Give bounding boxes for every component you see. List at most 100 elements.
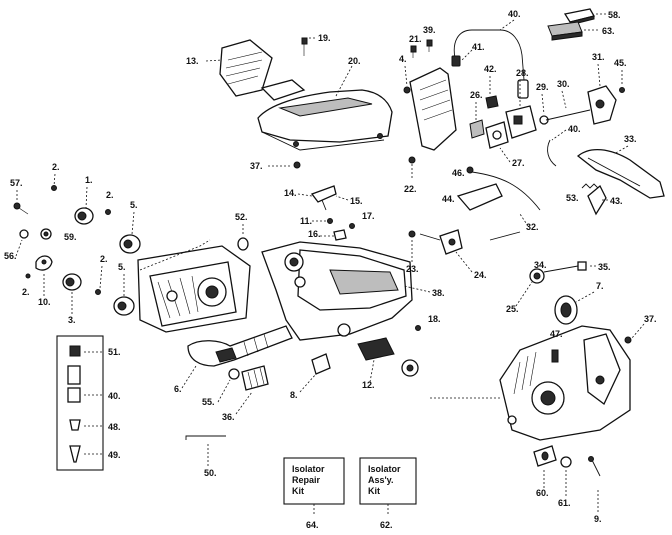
part-43-trigger xyxy=(587,184,607,216)
part-60-isolator xyxy=(533,445,557,467)
callout-36: 36. xyxy=(222,412,235,422)
callout-12: 12. xyxy=(362,380,375,390)
part-17-screw xyxy=(349,223,355,229)
callout-31: 31. xyxy=(592,52,605,62)
part-37-screw-right xyxy=(624,336,632,344)
part-37-screw xyxy=(293,161,301,169)
callout-37-right: 37. xyxy=(644,314,657,324)
callout-21: 21. xyxy=(409,34,422,44)
callout-34: 34. xyxy=(534,260,547,270)
part-6-front-handle xyxy=(187,325,293,367)
part-30-shaft xyxy=(545,109,591,121)
part-27-spacer xyxy=(485,121,509,149)
callout-7: 7. xyxy=(596,281,604,291)
callout-16: 16. xyxy=(308,229,321,239)
part-3-bushing xyxy=(62,273,82,291)
callout-40-mid: 40. xyxy=(568,124,581,134)
callout-2-a: 2. xyxy=(52,162,60,172)
callout-64: 64. xyxy=(306,520,319,530)
part-10-cam xyxy=(35,255,53,271)
isolator-parts-inset xyxy=(56,335,104,471)
part-26-gasket xyxy=(469,119,485,139)
callout-43: 43. xyxy=(610,196,623,206)
callout-24: 24. xyxy=(474,270,487,280)
callout-5-a: 5. xyxy=(130,200,138,210)
callout-51: 51. xyxy=(108,347,121,357)
callout-38: 38. xyxy=(432,288,445,298)
callout-17: 17. xyxy=(362,211,375,221)
callout-4: 4. xyxy=(399,54,407,64)
part-53-spring xyxy=(581,183,599,189)
callout-9: 9. xyxy=(594,514,602,524)
callout-33: 33. xyxy=(624,134,637,144)
part-39-screw xyxy=(426,39,433,52)
part-28-carb xyxy=(505,105,537,139)
part-56-nut xyxy=(19,229,29,239)
callout-56: 56. xyxy=(4,251,17,261)
part-2d-screw xyxy=(95,289,101,295)
part-11-screw xyxy=(327,218,333,224)
callout-1: 1. xyxy=(85,175,93,185)
callout-8: 8. xyxy=(290,390,298,400)
callout-2-b: 2. xyxy=(106,190,114,200)
part-20-top-cover xyxy=(257,89,393,151)
part-61-washer xyxy=(560,456,572,468)
callout-27: 27. xyxy=(512,158,525,168)
callout-44: 44. xyxy=(442,194,455,204)
callout-11: 11. xyxy=(300,216,312,226)
kit-box-isolator-assy: Isolator Ass'y. Kit xyxy=(359,457,417,505)
callout-30: 30. xyxy=(557,79,570,89)
callout-2-d: 2. xyxy=(100,254,108,264)
part-45-screw xyxy=(619,87,625,93)
callout-52: 52. xyxy=(235,212,248,222)
callout-28: 28. xyxy=(516,68,529,78)
part-2c-screw xyxy=(25,273,31,279)
part-14-choke-lever xyxy=(310,185,337,211)
callout-57: 57. xyxy=(10,178,23,188)
callout-5-b: 5. xyxy=(118,262,126,272)
callout-10: 10. xyxy=(38,297,51,307)
part-22-screw xyxy=(408,156,416,164)
part-34-clutch xyxy=(529,268,545,284)
callout-22: 22. xyxy=(404,184,417,194)
part-crankcase-housing xyxy=(137,245,251,333)
callout-6: 6. xyxy=(174,384,182,394)
callout-62: 62. xyxy=(380,520,393,530)
part-31-intake xyxy=(587,85,617,125)
kit-assy-line2: Ass'y. xyxy=(368,475,394,485)
callout-58: 58. xyxy=(608,10,621,20)
part-57-screw xyxy=(13,202,29,215)
callout-45: 45. xyxy=(614,58,627,68)
part-21-screw xyxy=(410,45,417,58)
part-19-screw xyxy=(301,37,308,56)
part-32-choke-rod xyxy=(471,171,541,211)
part-13-air-filter xyxy=(219,39,306,101)
callout-40-top: 40. xyxy=(508,9,521,19)
part-55-washer xyxy=(228,368,240,380)
callout-40-inset: 40. xyxy=(108,391,121,401)
callout-37-left: 37. xyxy=(250,161,263,171)
callout-2-c: 2. xyxy=(22,287,30,297)
callout-63: 63. xyxy=(602,26,615,36)
callout-25: 25. xyxy=(506,304,519,314)
part-24-pump xyxy=(439,229,463,255)
part-58-label-plate xyxy=(563,8,595,26)
part-18-screw xyxy=(415,325,421,331)
kit-repair-line1: Isolator xyxy=(292,464,325,474)
callout-39: 39. xyxy=(423,25,436,35)
callout-53: 53. xyxy=(566,193,579,203)
part-5b-isolator xyxy=(113,296,135,316)
callout-46: 46. xyxy=(452,168,465,178)
callout-26: 26. xyxy=(470,90,483,100)
callout-60: 60. xyxy=(536,488,549,498)
part-59-washer xyxy=(40,228,52,240)
callout-55: 55. xyxy=(202,397,215,407)
part-12-oil-cap xyxy=(357,337,419,377)
callout-47: 47. xyxy=(550,329,563,339)
callout-13: 13. xyxy=(186,56,199,66)
callout-18: 18. xyxy=(428,314,441,324)
part-1-bushing xyxy=(74,207,94,225)
kit-repair-line3: Kit xyxy=(292,486,304,496)
part-46-grommet xyxy=(466,166,474,174)
